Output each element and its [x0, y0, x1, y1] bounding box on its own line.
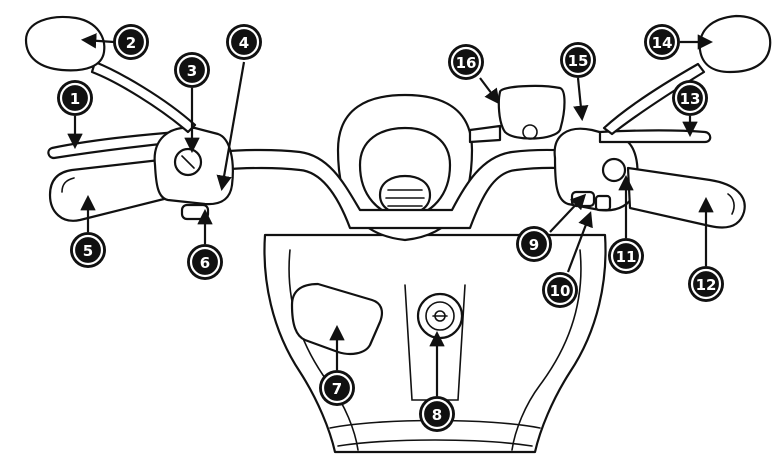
- callout-number: 3: [187, 62, 197, 80]
- callout-badge-14: 14: [644, 24, 680, 60]
- callout-badge-9: 9: [516, 226, 552, 262]
- brake-master-cylinder: [497, 84, 566, 140]
- right-mirror-arm: [602, 62, 706, 136]
- left-grip: [48, 158, 170, 222]
- left-brake-lever: [47, 130, 182, 160]
- headlight-center: [378, 174, 432, 216]
- callout-badge-4: 4: [226, 24, 262, 60]
- callout-number: 4: [239, 34, 249, 52]
- callout-badge-7: 7: [319, 370, 355, 406]
- callout-number: 6: [200, 254, 210, 272]
- scooter-illustration: [24, 14, 772, 454]
- right-brake-lever: [598, 129, 712, 144]
- callout-number: 9: [529, 236, 539, 254]
- callout-number: 2: [126, 34, 136, 52]
- callout-badge-8: 8: [419, 396, 455, 432]
- right-dial: [601, 157, 627, 183]
- callout-badge-3: 3: [174, 52, 210, 88]
- body-inner-panel-right: [511, 249, 582, 451]
- callout-number: 8: [432, 406, 442, 424]
- callout-badge-6: 6: [187, 244, 223, 280]
- callout-badge-13: 13: [672, 80, 708, 116]
- callout-badge-11: 11: [608, 238, 644, 274]
- leader-lines: [67, 33, 714, 396]
- callout-number: 12: [696, 276, 717, 294]
- bottom-contour-2: [337, 439, 533, 447]
- left-mirror: [24, 15, 106, 72]
- callout-number: 16: [456, 54, 477, 72]
- callout-number: 14: [652, 34, 673, 52]
- right-switch-button-2: [594, 194, 612, 212]
- storage-pocket: [290, 282, 383, 356]
- callout-badge-2: 2: [113, 24, 149, 60]
- callout-number: 11: [616, 248, 637, 266]
- body-inner-panel: [288, 249, 359, 451]
- callout-badge-5: 5: [70, 232, 106, 268]
- callout-number: 13: [680, 90, 701, 108]
- callout-number: 15: [568, 52, 589, 70]
- right-mirror: [698, 14, 772, 74]
- callout-number: 7: [332, 380, 342, 398]
- callout-badge-12: 12: [688, 266, 724, 302]
- ignition-switch: [416, 292, 464, 340]
- callout-badge-1: 1: [57, 80, 93, 116]
- callout-number: 1: [70, 90, 80, 108]
- callout-badge-16: 16: [448, 44, 484, 80]
- right-grip: [626, 166, 746, 229]
- left-mirror-arm: [90, 60, 197, 134]
- callout-number: 10: [550, 282, 571, 300]
- callout-number: 5: [83, 242, 93, 260]
- callout-badge-15: 15: [560, 42, 596, 78]
- callout-badge-10: 10: [542, 272, 578, 308]
